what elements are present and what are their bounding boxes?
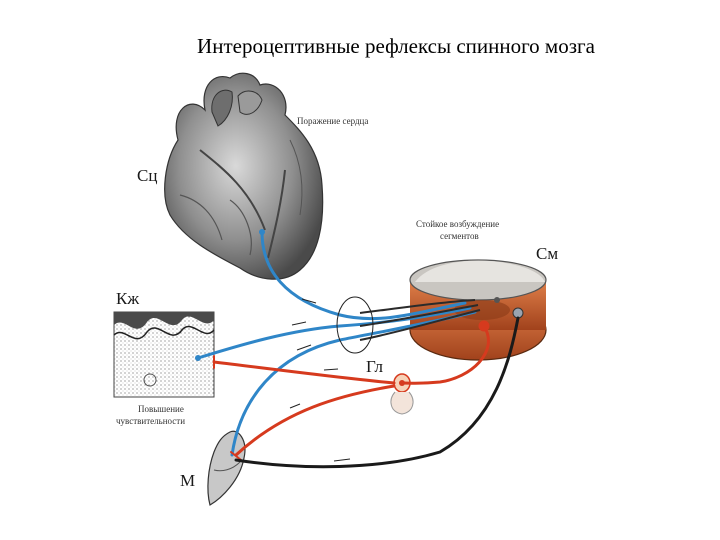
- skin-caption-line1: Повышение: [138, 404, 184, 414]
- skin-label: Кж: [116, 289, 139, 308]
- direction-arrows: [289, 298, 351, 462]
- muscle-label: М: [180, 471, 195, 490]
- ganglion: [390, 373, 414, 415]
- efferent-fibers: [212, 320, 490, 461]
- nerve-bundle-oval: [336, 296, 374, 354]
- slide-title: Интероцептивные рефлексы спинного мозга: [197, 34, 595, 58]
- spinal-caption-line2: сегментов: [440, 231, 479, 241]
- motor-fiber: [234, 316, 520, 469]
- spinal-caption-line1: Стойкое возбуждение: [416, 219, 499, 229]
- ganglion-label: Гл: [366, 357, 384, 376]
- spinal-cord-label: См: [536, 244, 558, 263]
- skin-caption-line2: чувствительности: [116, 416, 185, 426]
- heart-caption: Поражение сердца: [297, 116, 368, 126]
- heart-illustration: [164, 72, 324, 280]
- heart-label: Сц: [137, 166, 157, 185]
- muscle-illustration: [207, 430, 246, 506]
- skin-illustration: [113, 311, 215, 398]
